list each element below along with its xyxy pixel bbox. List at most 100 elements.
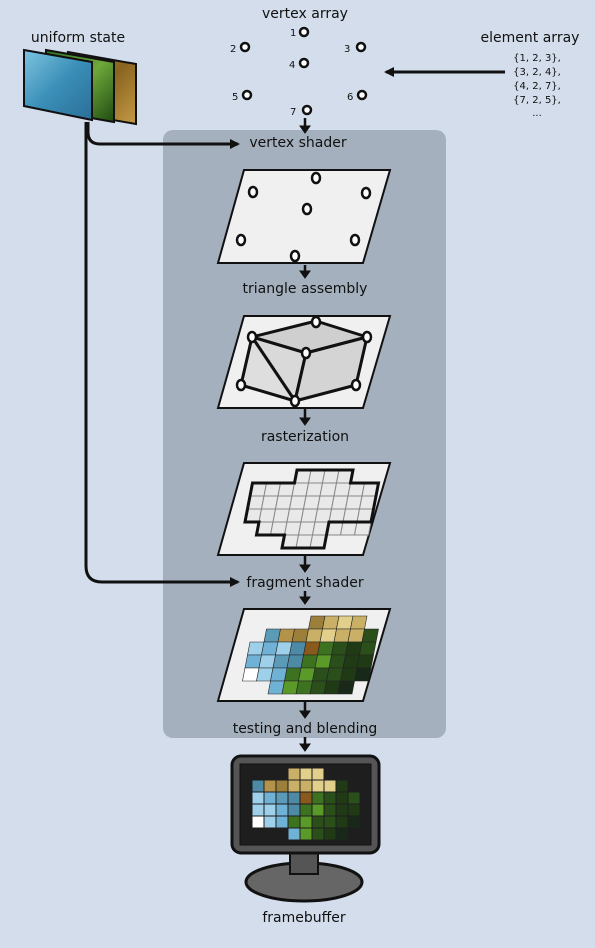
pixel-cell: [323, 680, 341, 695]
pixel-cell: [336, 615, 354, 630]
pixel-cell: [335, 791, 349, 805]
pixel-cell: [356, 654, 374, 669]
triangle-assembly-card: [216, 315, 392, 409]
pixel-cell: [263, 779, 277, 793]
pixel-cell: [275, 779, 289, 793]
uniform-state-label: uniform state: [31, 30, 125, 46]
pixel-cell: [311, 767, 325, 781]
pixel-cell: [287, 791, 301, 805]
pixel-cell: [251, 815, 265, 829]
vertex-shader-label: vertex shader: [249, 135, 346, 151]
element-array-list: {1, 2, 3}, {3, 2, 4}, {4, 2, 7}, {7, 2, …: [513, 53, 561, 119]
pixel-cell: [319, 628, 337, 643]
pixel-cell: [353, 521, 372, 536]
pixel-cell: [251, 791, 265, 805]
pixel-cell: [298, 667, 316, 682]
shaded-fragments: [242, 615, 379, 695]
vertex-1: 1: [290, 26, 310, 39]
uniform-state-textures: [23, 48, 137, 126]
svg-text:6: 6: [347, 92, 353, 103]
pixel-cell: [342, 654, 360, 669]
rasterization-card: [216, 462, 392, 556]
pixel-cell: [311, 827, 325, 841]
pixel-cell: [323, 791, 337, 805]
pixel-cell: [287, 815, 301, 829]
svg-text:7: 7: [290, 107, 296, 118]
pixel-cell: [322, 615, 340, 630]
pixel-cell: [323, 803, 337, 817]
pixel-cell: [251, 779, 265, 793]
rasterization-label: rasterization: [261, 429, 349, 445]
pixel-cell: [281, 680, 299, 695]
pixel-cell: [299, 803, 313, 817]
pixel-cell: [299, 767, 313, 781]
pixel-cell: [275, 791, 289, 805]
pixel-cell: [244, 654, 262, 669]
element-array-row: {4, 2, 7},: [513, 81, 561, 92]
fragment-shader-label: fragment shader: [246, 575, 363, 591]
pixel-cell: [347, 815, 361, 829]
vertex-5: 5: [232, 89, 253, 103]
pixel-cell: [299, 815, 313, 829]
triangle-assembly-label: triangle assembly: [243, 281, 368, 297]
svg-text:5: 5: [232, 92, 238, 103]
pixel-cell: [287, 827, 301, 841]
pixel-cell: [299, 827, 313, 841]
pixel-cell: [263, 803, 277, 817]
pixel-cell: [286, 654, 304, 669]
pixel-cell: [317, 641, 335, 656]
uniform-to-vertex-shader-arrow: [86, 122, 240, 149]
pixel-cell: [350, 615, 368, 630]
pixel-cell: [323, 815, 337, 829]
pixel-cell: [256, 667, 274, 682]
pixel-cell: [247, 641, 265, 656]
vertex-array-label: vertex array: [262, 6, 348, 22]
raster-fragments: [243, 468, 381, 550]
vertex-3: 3: [344, 41, 367, 55]
element-array-row: {1, 2, 3},: [513, 53, 561, 64]
pixel-cell: [275, 803, 289, 817]
pixel-cell: [305, 628, 323, 643]
pixel-cell: [354, 667, 372, 682]
pixel-cell: [309, 680, 327, 695]
framebuffer-label: framebuffer: [262, 910, 346, 926]
pixel-cell: [340, 667, 358, 682]
pixel-cell: [275, 815, 289, 829]
framebuffer-pixels: [251, 767, 361, 841]
pixel-cell: [261, 641, 279, 656]
pixel-cell: [267, 680, 285, 695]
pixel-cell: [314, 654, 332, 669]
pixel-cell: [275, 641, 293, 656]
pixel-cell: [335, 827, 349, 841]
pixel-cell: [333, 628, 351, 643]
pixel-cell: [287, 779, 301, 793]
element-array-row: ...: [532, 108, 542, 119]
pixel-cell: [308, 615, 326, 630]
pixel-cell: [323, 779, 337, 793]
pixel-cell: [345, 641, 363, 656]
vertex-6: 6: [347, 89, 368, 103]
pixel-cell: [323, 827, 337, 841]
svg-text:2: 2: [230, 44, 236, 55]
pixel-cell: [359, 641, 377, 656]
vertex-2: 2: [230, 41, 251, 55]
pixel-cell: [337, 680, 355, 695]
pixel-cell: [347, 628, 365, 643]
pixel-cell: [299, 791, 313, 805]
vertex-shader-card: [216, 169, 392, 264]
pixel-cell: [328, 654, 346, 669]
vertex-4: 4: [289, 57, 310, 71]
pixel-cell: [277, 628, 295, 643]
pixel-cell: [291, 628, 309, 643]
pixel-cell: [335, 803, 349, 817]
pixel-cell: [361, 628, 379, 643]
vertex-array: 1 2 3 4 5 6 7: [230, 26, 368, 118]
pixel-cell: [289, 641, 307, 656]
flow-arrows: [299, 118, 311, 752]
element-array-row: {7, 2, 5},: [513, 95, 561, 106]
pixel-cell: [299, 779, 313, 793]
pixel-cell: [311, 815, 325, 829]
pixel-cell: [312, 667, 330, 682]
pixel-cell: [347, 791, 361, 805]
pixel-cell: [303, 641, 321, 656]
